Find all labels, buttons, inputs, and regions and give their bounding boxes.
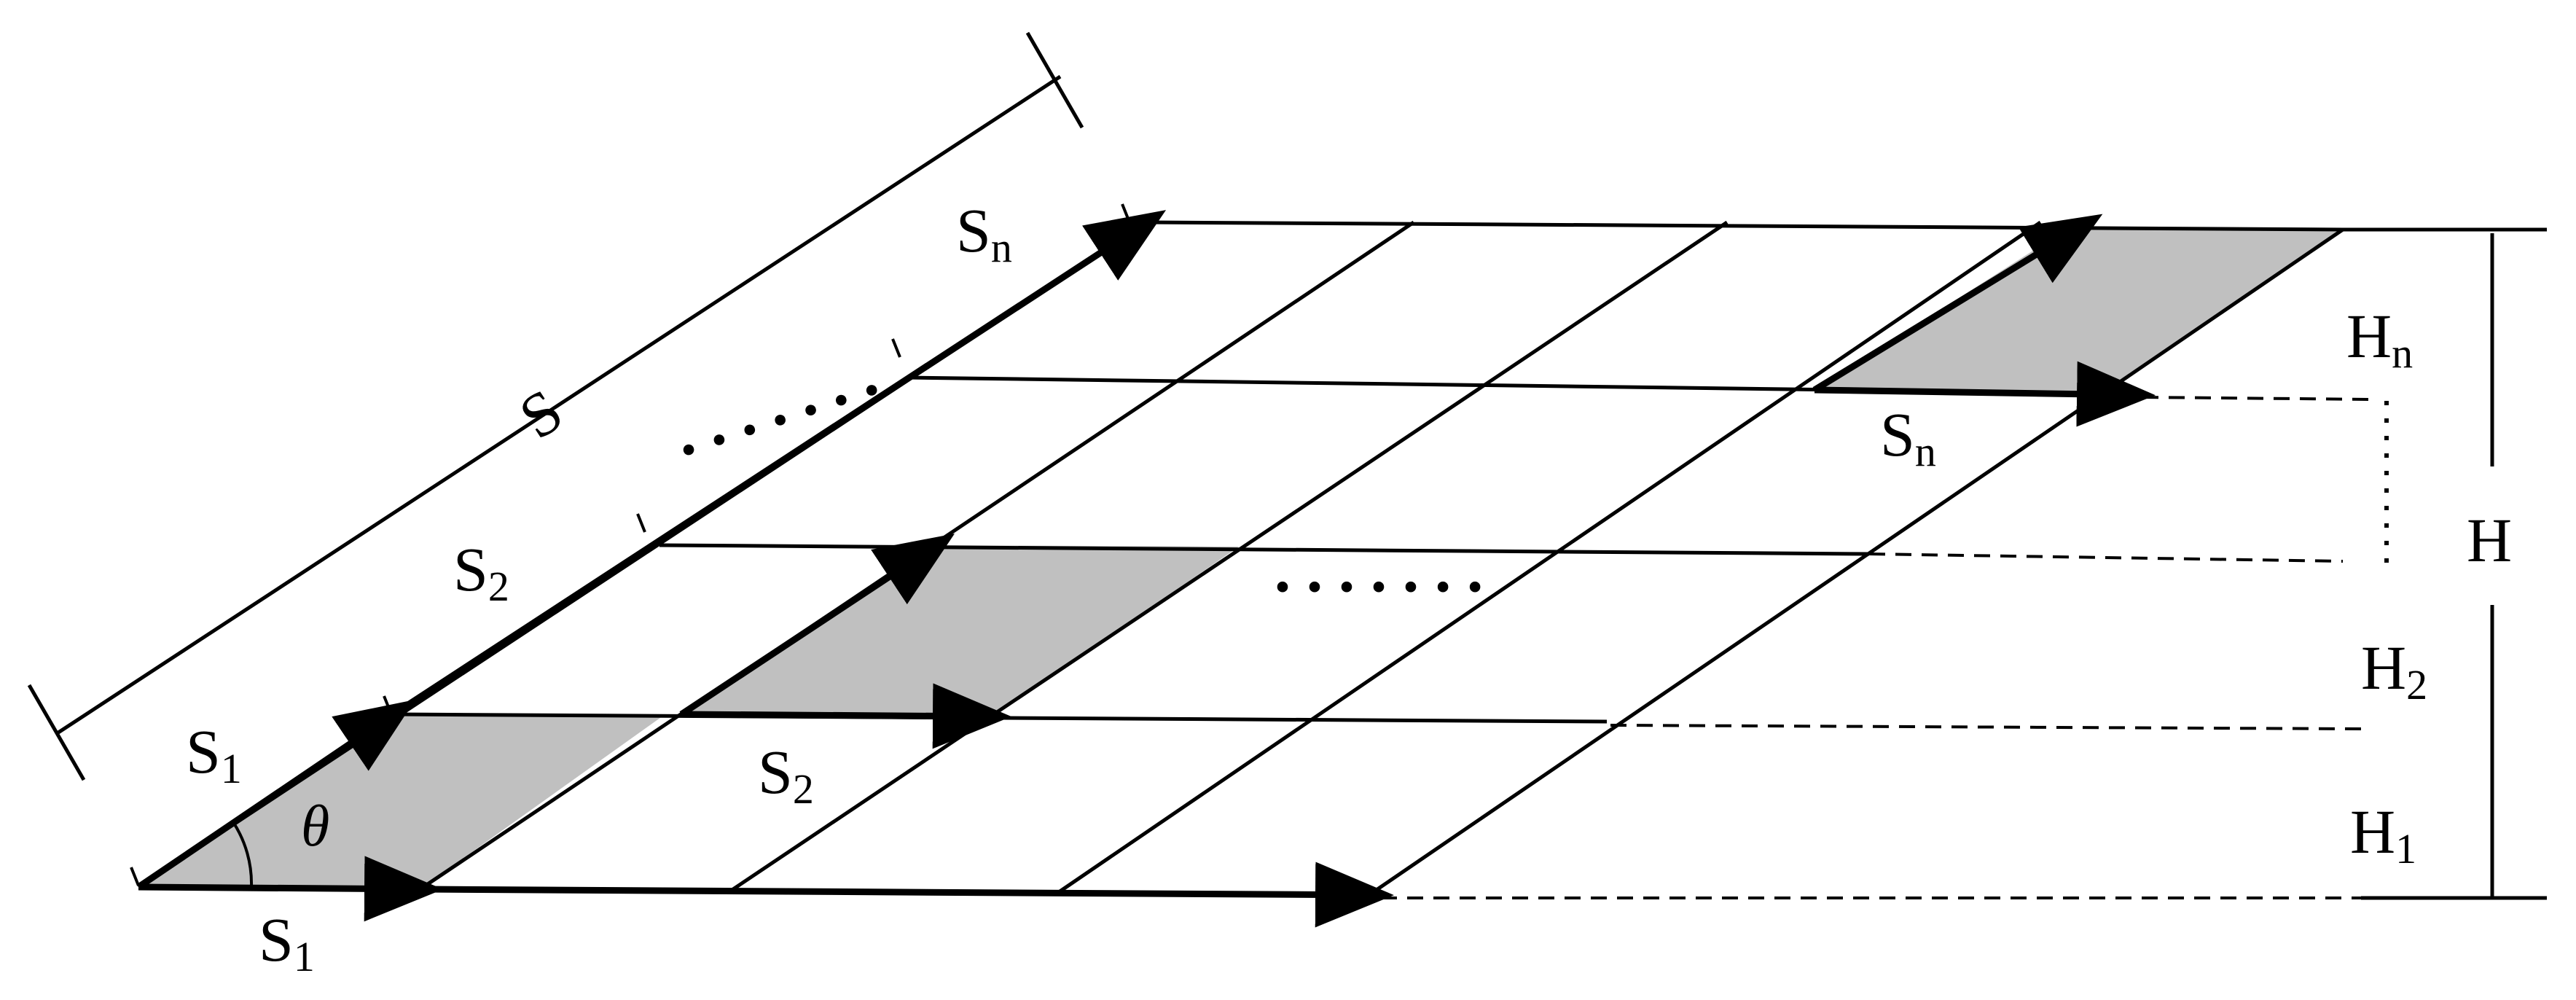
s-dimension-line [27, 31, 1084, 781]
theta-arc [232, 821, 254, 888]
shaded-cell-n [1814, 227, 2343, 394]
label-h1: H1 [2350, 797, 2416, 872]
slope-ticks [130, 203, 1130, 886]
label-s1-bottom: S1 [259, 905, 315, 980]
shaded-cell-1 [138, 714, 663, 891]
label-s1-slope: S1 [186, 716, 242, 792]
ellipsis-slope: ······· [668, 350, 904, 488]
label-s2-slope: S2 [453, 534, 509, 610]
label-s2-mid: S2 [758, 737, 814, 813]
label-sn-slope: Sn [956, 195, 1012, 271]
ellipsis-middle: ······· [1272, 551, 1496, 623]
h-dimension [2343, 227, 2547, 900]
flow-arrows [136, 210, 2156, 928]
label-hn: Hn [2346, 301, 2413, 377]
level-lines [1381, 396, 2373, 899]
label-theta: θ [301, 794, 329, 859]
shaded-cell-2 [678, 545, 1239, 718]
label-h: H [2467, 505, 2512, 575]
label-sn-right: Sn [1880, 399, 1936, 475]
label-h2: H2 [2361, 633, 2427, 708]
label-s: S [507, 375, 574, 453]
